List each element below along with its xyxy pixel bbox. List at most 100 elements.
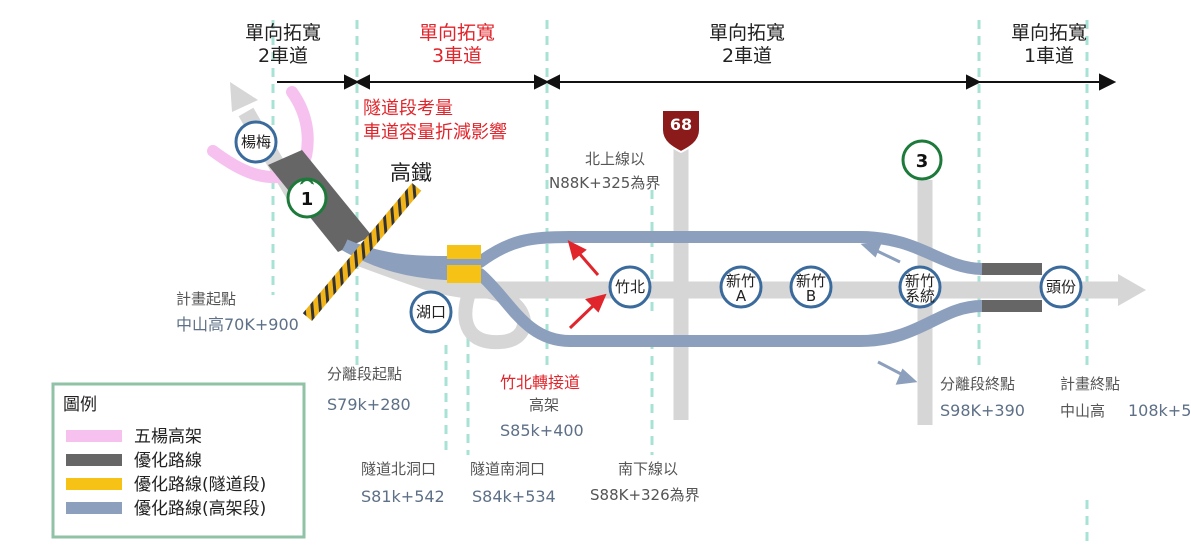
legend-item-optimized: 優化路線: [66, 451, 202, 471]
section-header-2: 單向拓寬 3車道: [419, 22, 495, 67]
fwy3-arrows: [860, 241, 918, 385]
svg-text:分離段終點: 分離段終點: [940, 375, 1015, 393]
svg-text:湖口: 湖口: [416, 303, 446, 321]
svg-text:竹北: 竹北: [615, 278, 645, 296]
svg-text:3: 3: [916, 151, 929, 172]
legend-item-tunnel: 優化路線(隧道段): [66, 475, 266, 495]
svg-text:單向拓寬: 單向拓寬: [245, 22, 321, 44]
viaduct-south-line: [342, 239, 983, 347]
label-plan-start: 計畫起點 中山高70K+900: [176, 290, 299, 334]
svg-text:3車道: 3車道: [432, 45, 482, 67]
tunnel-note: 隧道段考量 車道容量折減影響: [363, 98, 507, 143]
label-zhubei-ramp: 竹北轉接道 高架 S85k+400: [500, 373, 584, 440]
label-south-bound: 南下線以 S88K+326為界: [590, 460, 700, 504]
svg-text:分離段起點: 分離段起點: [327, 365, 402, 383]
svg-text:竹北轉接道: 竹北轉接道: [500, 373, 580, 392]
arrow-head-end: [1099, 73, 1117, 91]
label-north-bound: 北上線以 N88K+325為界: [549, 150, 660, 192]
svg-text:A: A: [736, 287, 747, 305]
legend: 圖例 五楊高架 優化路線 優化路線(隧道段) 優化路線(高架段): [51, 382, 306, 539]
svg-text:單向拓寬: 單向拓寬: [1011, 22, 1087, 44]
tunnel-north-block: [447, 245, 481, 259]
tunnel-south-block: [447, 265, 481, 283]
svg-text:108k+5: 108k+5: [1128, 401, 1191, 420]
arrow-head-right-1: [344, 74, 360, 90]
label-split-end: 分離段終點 S98K+390: [940, 375, 1025, 420]
hsr-label: 高鐵: [390, 161, 432, 185]
label-tunnel-north: 隧道北洞口 S81k+542: [361, 460, 445, 506]
fwy3-shield: 3: [901, 139, 943, 181]
svg-text:隧道南洞口: 隧道南洞口: [470, 460, 545, 478]
legend-title: 圖例: [63, 395, 97, 415]
svg-text:五楊高架: 五楊高架: [134, 427, 202, 447]
legend-item-viaduct: 優化路線(高架段): [66, 499, 266, 519]
node-toufen: 頭份: [1039, 265, 1083, 309]
svg-text:2車道: 2車道: [722, 45, 772, 67]
fwy1-shield: 1: [286, 177, 328, 219]
svg-text:計畫起點: 計畫起點: [176, 290, 236, 308]
svg-text:單向拓寬: 單向拓寬: [709, 22, 785, 44]
toufen-dark-upper: [980, 263, 1042, 275]
hsr-line: [302, 183, 422, 321]
svg-text:車道容量折減影響: 車道容量折減影響: [363, 122, 507, 143]
svg-text:68: 68: [670, 115, 692, 134]
svg-text:新竹: 新竹: [726, 272, 756, 290]
svg-text:S79k+280: S79k+280: [327, 395, 411, 414]
optimized-route-viaduct: [342, 231, 983, 347]
arrow-head-left-2: [354, 74, 370, 90]
svg-text:隧道北洞口: 隧道北洞口: [361, 460, 436, 478]
toufen-dark-lower: [980, 300, 1042, 312]
section-span-arrows: [277, 73, 1117, 91]
section-header-1: 單向拓寬 2車道: [245, 22, 321, 67]
svg-text:S88K+326為界: S88K+326為界: [590, 486, 700, 504]
fwy1-north-arrowhead: [230, 82, 258, 112]
label-plan-end: 計畫終點 中山高 108k+5: [1060, 375, 1191, 420]
label-split-start: 分離段起點 S79k+280: [327, 365, 411, 414]
svg-text:N88K+325為界: N88K+325為界: [549, 174, 660, 192]
svg-text:2車道: 2車道: [258, 45, 308, 67]
svg-text:S81k+542: S81k+542: [361, 487, 445, 506]
svg-text:南下線以: 南下線以: [618, 460, 678, 478]
svg-text:S98K+390: S98K+390: [940, 401, 1025, 420]
svg-text:新竹: 新竹: [796, 272, 826, 290]
svg-text:計畫終點: 計畫終點: [1060, 375, 1120, 393]
section-header-3: 單向拓寬 2車道: [709, 22, 785, 67]
node-hsinchu-a: 新竹 A: [719, 265, 763, 309]
node-zhubei: 竹北: [608, 265, 652, 309]
svg-text:優化路線(隧道段): 優化路線(隧道段): [134, 475, 266, 495]
svg-text:系統: 系統: [905, 287, 935, 305]
svg-text:北上線以: 北上線以: [585, 150, 645, 168]
zhubei-ramp-arrows: [567, 240, 607, 330]
legend-item-wuyang: 五楊高架: [66, 427, 202, 447]
node-hsinchu-b: 新竹 B: [789, 265, 833, 309]
section-header-4: 單向拓寬 1車道: [1011, 22, 1087, 67]
svg-text:單向拓寬: 單向拓寬: [419, 22, 495, 44]
svg-text:中山高70K+900: 中山高70K+900: [176, 315, 299, 334]
svg-text:新竹: 新竹: [905, 272, 935, 290]
prov68-shield: 68: [661, 109, 701, 154]
tunnel-section: [447, 245, 481, 283]
svg-text:頭份: 頭份: [1046, 278, 1076, 296]
svg-text:高架: 高架: [529, 396, 559, 414]
svg-text:楊梅: 楊梅: [241, 133, 271, 151]
viaduct-north-line: [342, 231, 983, 275]
node-hsinchu-system: 新竹 系統: [898, 265, 942, 309]
svg-text:1車道: 1車道: [1024, 45, 1074, 67]
fwy1-south-arrowhead: [1118, 274, 1146, 306]
arrow-head-left-3: [544, 74, 560, 90]
svg-text:優化路線: 優化路線: [134, 451, 202, 471]
arrow-head-right-3: [966, 74, 982, 90]
svg-text:1: 1: [301, 189, 314, 210]
node-hukou: 湖口: [409, 290, 453, 334]
svg-text:優化路線(高架段): 優化路線(高架段): [134, 499, 266, 519]
svg-text:S85k+400: S85k+400: [500, 421, 584, 440]
svg-text:中山高: 中山高: [1060, 402, 1105, 420]
label-tunnel-south: 隧道南洞口 S84k+534: [470, 460, 556, 506]
arrow-head-right-2: [534, 74, 550, 90]
node-yangmei: 楊梅: [234, 120, 278, 164]
svg-text:B: B: [806, 287, 816, 305]
svg-text:S84k+534: S84k+534: [472, 487, 556, 506]
svg-text:隧道段考量: 隧道段考量: [363, 98, 453, 119]
